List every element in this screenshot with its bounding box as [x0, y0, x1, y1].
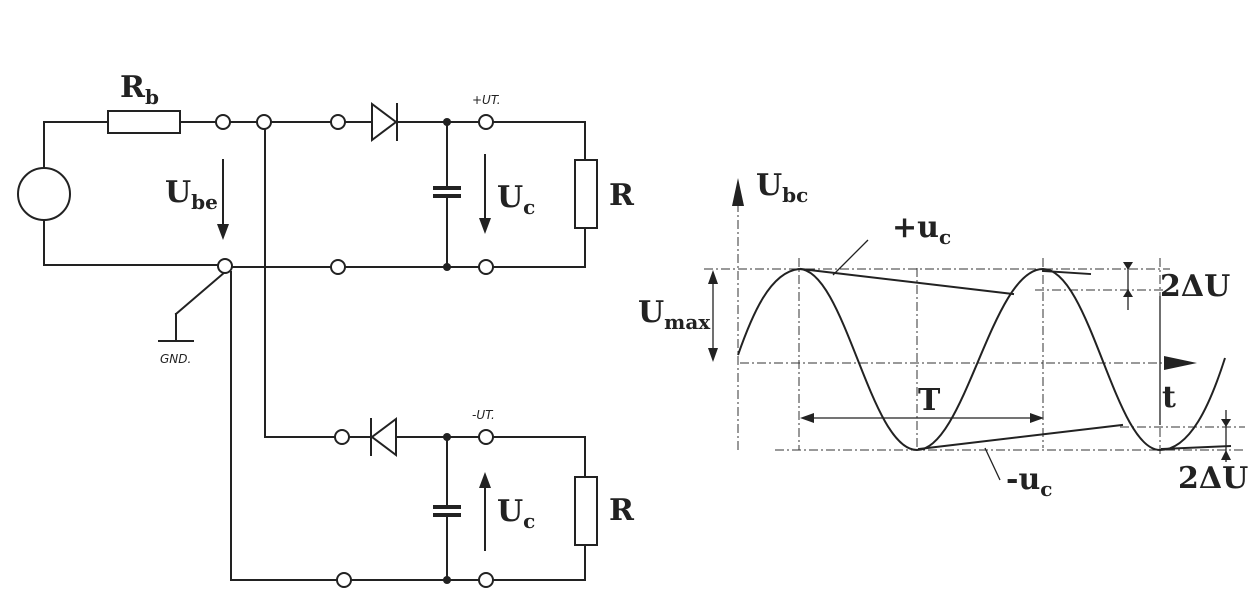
time-label: t: [1162, 380, 1176, 415]
sine-wave: [737, 267, 1226, 452]
ripple-label-bottom: 2ΔU: [1178, 461, 1248, 496]
diode-upper: [371, 102, 398, 142]
r-upper-label: R: [609, 178, 635, 213]
ube-label: Ube: [165, 175, 218, 214]
junctions: [443, 118, 451, 584]
diode-lower: [370, 417, 397, 457]
voltage-arrows: [217, 154, 491, 551]
ripple-lines: [799, 239, 1232, 481]
uc-upper-label: Uc: [497, 180, 535, 219]
capacitor-lower: [433, 436, 461, 581]
umax-label: Umax: [638, 295, 711, 334]
plus-ut-label: +UT.: [472, 93, 501, 107]
ground-wiring: [43, 264, 586, 581]
resistor-rb: [107, 110, 181, 134]
y-axis-label: Ubc: [756, 168, 808, 207]
axes: [732, 178, 1197, 450]
plus-uc-label: +uc: [892, 210, 951, 249]
period-label: T: [918, 383, 941, 418]
uc-lower-label: Uc: [497, 494, 535, 533]
y-axis-arrow: [732, 178, 744, 206]
dimension-markers: [708, 262, 1231, 462]
lower-wiring: [264, 129, 586, 581]
load-resistor-upper: [574, 159, 598, 229]
t-axis-arrow: [1164, 356, 1197, 370]
gnd-label: GND.: [160, 352, 191, 366]
capacitor-upper: [433, 121, 461, 268]
ac-source: [17, 121, 71, 266]
minus-ut-label: -UT.: [472, 408, 495, 422]
minus-uc-label: -uc: [1006, 462, 1052, 501]
waveform-diagram: Ubc +uc Umax T t -uc 2ΔU 2ΔU: [638, 168, 1248, 501]
circuit-diagram: Rb Ube Uc Uc R R +UT. -UT. GND.: [17, 70, 635, 588]
ripple-label-top: 2ΔU: [1160, 269, 1230, 304]
rb-label: Rb: [120, 70, 159, 109]
r-lower-label: R: [609, 493, 635, 528]
terminals: [215, 114, 494, 588]
load-resistor-lower: [574, 476, 598, 546]
top-wiring: [43, 121, 586, 268]
